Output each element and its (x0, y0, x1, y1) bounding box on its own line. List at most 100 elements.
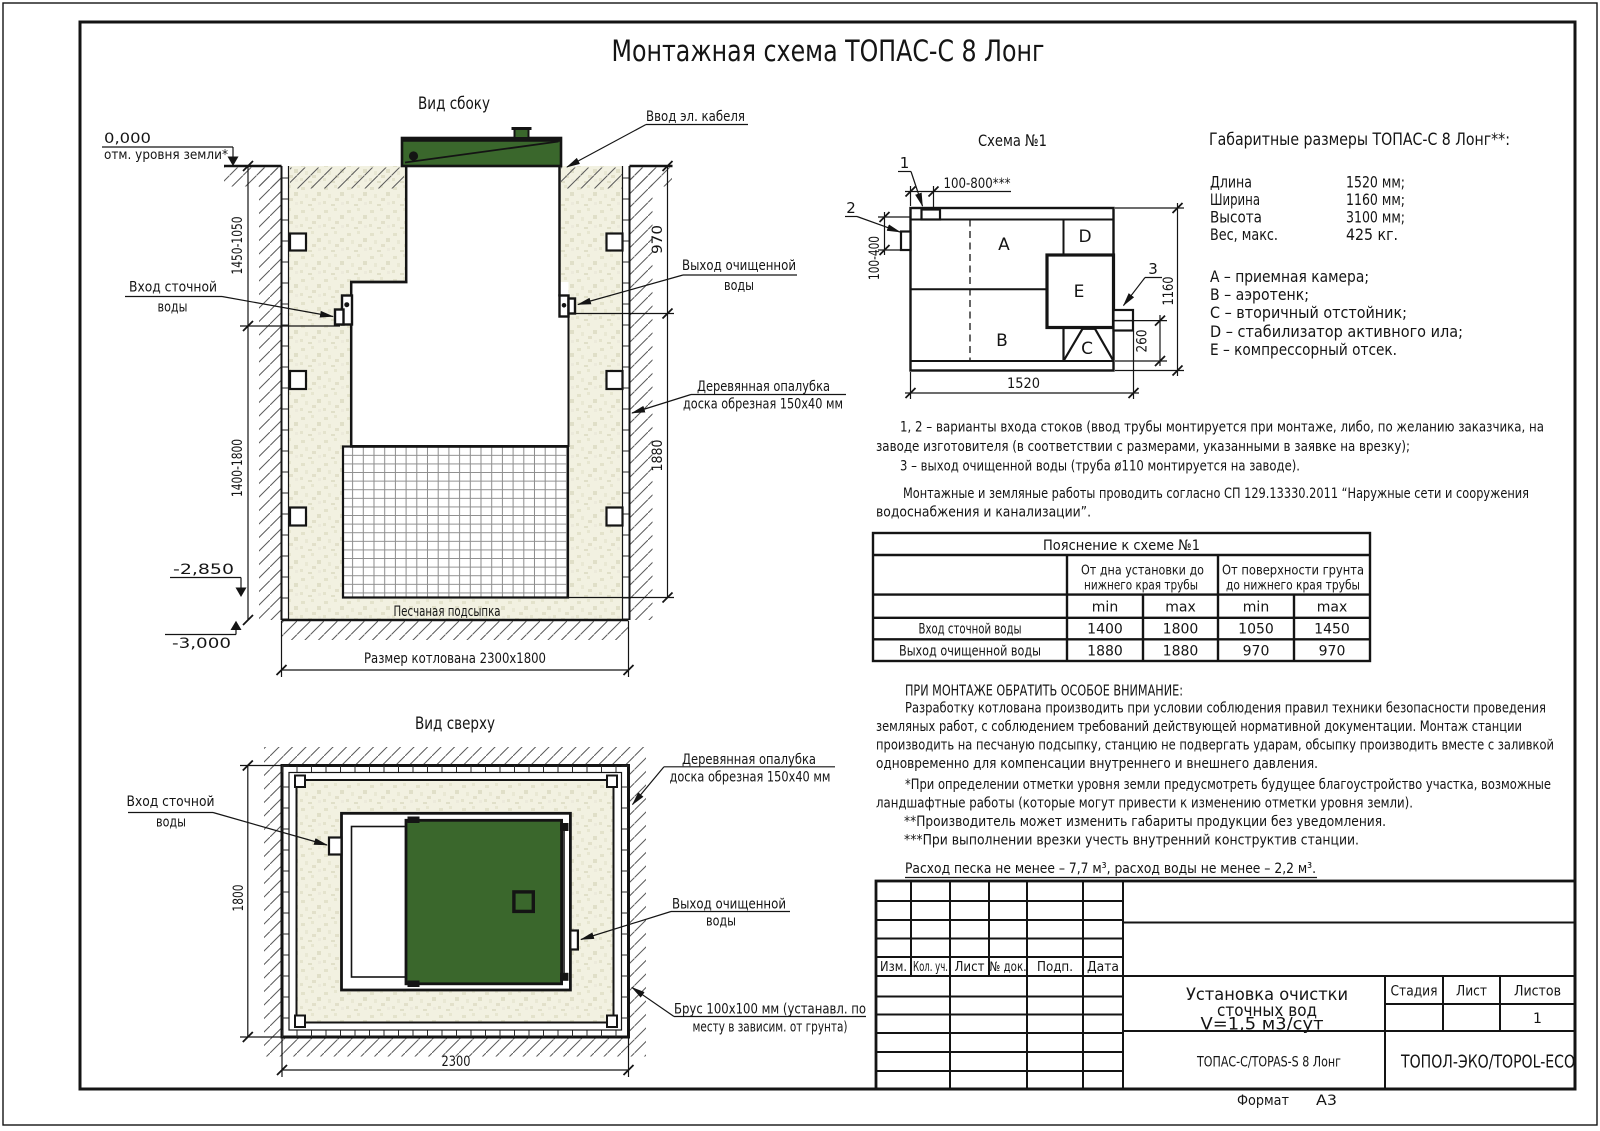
side-vent-cap (513, 128, 530, 139)
page-title: Монтажная схема ТОПАС-С 8 Лонг (612, 34, 1045, 68)
page-format-label: Формат (1237, 1093, 1289, 1109)
schema-callout-3-text: 3 (1148, 260, 1158, 278)
schema-callout-2-text: 2 (846, 199, 856, 217)
top-outlet-l2: воды (706, 914, 736, 930)
tb-col-ndok: № док. (990, 960, 1027, 975)
legend-a: А – приемная камера; (1210, 267, 1369, 286)
table-g2-l2: до нижнего края трубы (1226, 578, 1360, 594)
tb-col-data: Дата (1087, 960, 1119, 975)
spec-label-0: Длина (1210, 173, 1252, 192)
level-zero-text: 0,000 (104, 131, 151, 147)
schema-title: Схема №1 (978, 131, 1047, 150)
side-dim-1400-1800: 1400-1800 (230, 439, 246, 497)
tb-col-podp: Подп. (1037, 960, 1073, 975)
top-outlet-label: Выход очищенной воды (580, 897, 790, 941)
level-mark-2850: -2,850 (170, 562, 247, 597)
table-row2-v0: 1880 (1087, 644, 1123, 660)
top-beam-label: Брус 100х100 мм (устанавл. по месту в за… (631, 986, 866, 1036)
legend-e: Е – компрессорный отсек. (1210, 340, 1397, 359)
schema-dim-length: 1520 (1007, 376, 1040, 392)
side-tank-body (351, 282, 569, 447)
side-lid-bolt (408, 151, 419, 161)
side-cable-label: Ввод эл. кабеля (566, 109, 748, 168)
top-formwork-l2: доска обрезная 150х40 мм (670, 770, 831, 786)
attention-p2-0: *При определении отметки уровня земли пр… (905, 777, 1551, 793)
side-tank-lower-section (341, 445, 570, 599)
attention-p1-1: земляных работ, с соблюдением требований… (876, 719, 1522, 735)
spec-label-2: Высота (1210, 208, 1262, 227)
tb-model: ТОПАС-С/TOPAS-S 8 Лонг (1196, 1055, 1341, 1071)
table-row1-v0: 1400 (1087, 622, 1123, 638)
legend-b: В – аэротенк; (1210, 285, 1309, 304)
table-title: Пояснение к схеме №1 (1043, 538, 1200, 554)
level-3000-text: -3,000 (172, 636, 231, 652)
attention-p2-1: ландшафтные работы (которые могут привес… (876, 796, 1413, 812)
top-inlet-l2: воды (156, 815, 186, 831)
side-dim-970: 970 (650, 225, 666, 254)
top-outlet-pipe (569, 929, 580, 951)
side-outlet-l2: воды (724, 278, 754, 294)
side-ground-hatch (224, 167, 672, 640)
side-outlet-pipe (558, 294, 577, 318)
top-dimensions (240, 759, 635, 1077)
side-view: Вид сбоку (102, 94, 846, 677)
table-minmax-3: max (1317, 600, 1348, 616)
top-inlet-l1: Вход сточной (127, 794, 215, 810)
level-mark-3000: -3,000 (165, 620, 242, 652)
schema-comp-d: D (1078, 227, 1091, 247)
side-timber-blocks (288, 232, 624, 527)
top-beam-l1: Брус 100х100 мм (устанавл. по (674, 1002, 866, 1018)
schema-dim-outlet: 260 (1135, 330, 1151, 353)
tb-company: ТОПОЛ-ЭКО/TOPOL-ECO (1400, 1052, 1575, 1073)
side-formwork-l1: Деревянная опалубка (697, 379, 830, 395)
schema-comp-c: C (1081, 339, 1093, 359)
schema-inlet-top (920, 208, 942, 221)
side-lid (400, 127, 563, 168)
top-beam-l2: месту в зависим. от грунта) (693, 1020, 848, 1036)
spec-value-1: 1160 мм; (1346, 190, 1405, 209)
side-inlet-l2: воды (158, 300, 188, 316)
top-outlet-l1: Выход очищенной (672, 897, 786, 913)
schema-inlet-side (899, 230, 912, 252)
table-row2-v1: 1880 (1163, 644, 1199, 660)
note-line-2: 3 – выход очищенной воды (труба ø110 мон… (900, 459, 1300, 475)
top-ground-hatch (264, 747, 646, 1057)
table-row1-label: Вход сточной воды (919, 622, 1022, 638)
top-lid-green (404, 818, 564, 986)
specs-block: Габаритные размеры ТОПАС-С 8 Лонг**: Дли… (1209, 130, 1510, 359)
side-inlet-pipe (333, 294, 354, 326)
table-row1-v3: 1450 (1314, 622, 1350, 638)
attention-p1-2: производить на песчаную подсыпку, станци… (876, 738, 1554, 754)
level-2850-text: -2,850 (173, 562, 234, 578)
side-view-title: Вид сбоку (418, 94, 490, 114)
table-g1-l1: От дна установки до (1081, 563, 1204, 579)
level-zero-sub: отм. уровня земли* (104, 148, 228, 163)
side-dim-1450-1050: 1450-1050 (230, 217, 246, 275)
table-row1-v2: 1050 (1238, 622, 1274, 638)
table-row2-v2: 970 (1243, 644, 1270, 660)
top-dim-2300: 2300 (442, 1054, 471, 1070)
tb-sheets-label: Листов (1514, 984, 1561, 1000)
explanation-table: Пояснение к схеме №1 От дна установки до… (871, 531, 1372, 663)
spec-value-0: 1520 мм; (1346, 173, 1405, 192)
attention-p1-0: Разработку котлована производить при усл… (905, 701, 1546, 717)
note-line-1: заводе изготовителя (в соответствии с ра… (876, 439, 1410, 455)
side-outlet-label: Выход очищенной воды (577, 258, 797, 306)
schema-comp-a: A (998, 235, 1010, 255)
note-sp-1: водоснабжения и канализации”. (876, 505, 1091, 521)
table-row2-v3: 970 (1319, 644, 1346, 660)
table-row1-v1: 1800 (1163, 622, 1199, 638)
attention-title: ПРИ МОНТАЖЕ ОБРАТИТЬ ОСОБОЕ ВНИМАНИЕ: (905, 682, 1183, 700)
schema-tank (899, 206, 1135, 372)
schema-comp-e: E (1074, 282, 1085, 302)
top-inlet-pipe (327, 836, 343, 856)
spec-label-1: Ширина (1210, 190, 1260, 209)
cable-label-text: Ввод эл. кабеля (646, 109, 745, 125)
side-dimensions (240, 160, 674, 677)
attention-p2-3: ***При выполнении врезки учесть внутренн… (904, 833, 1359, 849)
side-formwork-label: Деревянная опалубка доска обрезная 150х4… (631, 379, 846, 414)
top-view-title: Вид сверху (415, 714, 495, 734)
